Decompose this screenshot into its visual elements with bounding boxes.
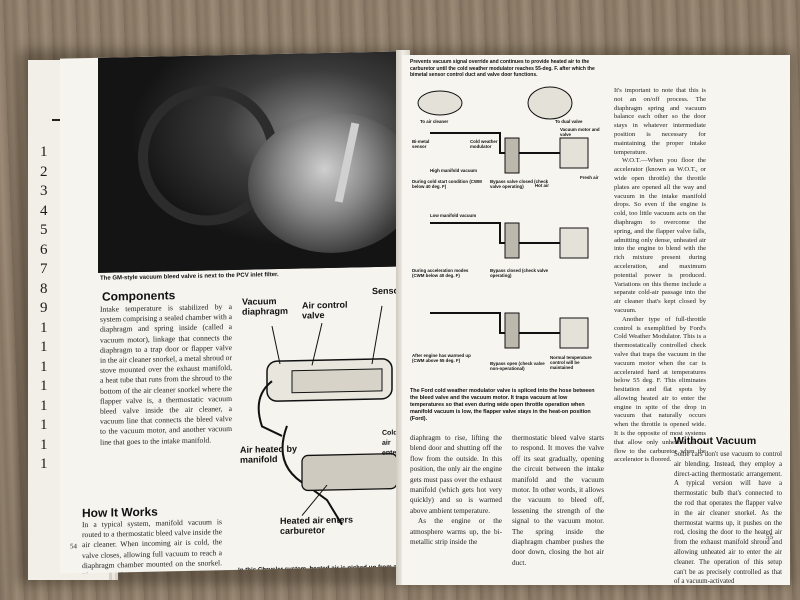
margin-dash [52, 119, 66, 121]
figure-drawing [417, 86, 589, 349]
margin-number: 9 [40, 300, 48, 316]
modulator-3 [504, 312, 520, 349]
cold-weather-modulator-figure: To air cleaner To dual valve Vacuum moto… [410, 83, 600, 383]
column-3-another: Another type of full-throttle control is… [614, 315, 706, 464]
exhaust-manifold [301, 453, 398, 492]
label-air-control-valve: Air control valve [302, 299, 348, 321]
tag-to-dual-valve: To dual valve [555, 119, 583, 124]
vacuum-line-3 [430, 312, 560, 334]
label-vacuum-diaphragm: Vacuum diaphragm [242, 296, 289, 317]
vacuum-line-2 [430, 222, 560, 244]
margin-number: 1 [40, 378, 48, 394]
margin-number: 1 [40, 144, 48, 160]
tag-cold-weather-modulator: Cold weather modulator [470, 139, 498, 149]
margin-number: 5 [40, 222, 48, 238]
margin-number: 2 [40, 163, 48, 180]
margin-number: 1 [40, 397, 48, 414]
components-text: Intake temperature is stabilized by a sy… [100, 302, 233, 447]
margin-number: 6 [40, 241, 48, 258]
diagram-drawing [257, 305, 398, 526]
margin-number: 8 [40, 280, 48, 297]
margin-number: 1 [40, 436, 48, 453]
margin-number: 1 [40, 319, 48, 336]
modulator-1 [504, 137, 520, 174]
tag-during-acceleration: During acceleration modes (CWM below 40 … [412, 268, 469, 278]
figure-top-caption: Prevents vacuum signal override and cont… [410, 59, 595, 78]
column-3-intro: It's important to note that this is not … [614, 87, 706, 156]
right-page: Prevents vacuum signal override and cont… [402, 55, 790, 585]
leader-diaphragm [271, 326, 281, 365]
snorkel-3 [559, 317, 589, 349]
tag-bypass-closed: Bypass closed (check valve operating) [490, 268, 549, 278]
how-it-works-text: In a typical system, manifold vacuum is … [82, 517, 222, 573]
vacuum-line-1 [430, 132, 560, 154]
figure-bottom-caption: The Ford cold weather modulator valve is… [410, 388, 595, 422]
margin-number: 7 [40, 261, 48, 277]
leader-sensor [371, 305, 383, 365]
dual-valve-view [527, 86, 573, 120]
column-3-wot: W.O.T.—When you floor the accelerator (k… [614, 157, 706, 314]
snorkel-2 [559, 227, 589, 259]
left-page: The GM-style vacuum bleed valve is next … [60, 51, 405, 574]
air-filter-element [291, 368, 383, 394]
tag-fresh-air: Fresh air [580, 175, 599, 180]
column-1-paragraph-2: As the engine or the atmosphere warms up… [410, 517, 502, 547]
tag-vacuum-motor-and-valve: Vacuum motor and valve [560, 127, 600, 137]
margin-index-numbers: 1 2 3 4 5 6 7 8 9 1 1 1 1 1 1 1 1 [40, 143, 64, 475]
tag-high-manifold-vacuum: High manifold vacuum [430, 168, 478, 173]
without-vacuum-heading: Without Vacuum [674, 435, 757, 447]
column-3-text: It's important to note that this is not … [614, 87, 706, 465]
label-air-heated-by-manifold: Air heated by manifold [240, 443, 298, 465]
margin-number: 1 [40, 417, 48, 433]
tag-normal-temperature: Normal temperature control will be maint… [550, 355, 592, 370]
margin-number: 4 [40, 202, 48, 219]
tag-hot-air: Hot air [535, 183, 549, 188]
column-2-text: thermostatic bleed valve starts to respo… [512, 434, 604, 567]
column-1-text: diaphragm to rise, lifting the blend doo… [410, 433, 502, 547]
tag-during-cold-start: During cold start condition (CWM below 4… [412, 179, 482, 189]
engine-photo [98, 51, 405, 273]
tag-bypass-valve-closed: Bypass valve closed (check valve operati… [490, 179, 549, 189]
modulator-2 [504, 222, 520, 259]
tag-bimetal-sensor: Bi-metal sensor [412, 139, 430, 149]
margin-number: 1 [40, 456, 48, 472]
chrysler-air-system-diagram: Vacuum diaphragm Air control valve Senso… [232, 283, 404, 557]
page-number-right: 55 [766, 533, 773, 541]
leader-heated-air [301, 484, 328, 516]
margin-number: 1 [40, 339, 48, 355]
page-number-left: 54 [70, 542, 77, 551]
column-1-paragraph: diaphragm to rise, lifting the blend doo… [410, 434, 502, 515]
margin-number: 3 [40, 183, 48, 199]
margin-number: 1 [40, 358, 48, 375]
tag-to-air-cleaner: To air cleaner [420, 119, 449, 124]
label-heated-air-enters: Heated air enters carburetor [280, 514, 354, 537]
tag-bypass-open: Bypass open (check valve non-operational… [490, 361, 545, 371]
air-cleaner-top-view [417, 90, 463, 116]
without-vacuum-text: Some cars don't use vacuum to control ai… [674, 451, 782, 585]
snorkel-tube [257, 380, 283, 437]
tag-low-manifold-vacuum: Low manifold vacuum [430, 213, 477, 218]
tag-after-warmed-up: After engine has warmed up (CWM above 55… [412, 353, 471, 363]
leader-control-valve [311, 323, 323, 366]
components-heading: Components [102, 288, 176, 304]
snorkel-1 [559, 137, 589, 169]
